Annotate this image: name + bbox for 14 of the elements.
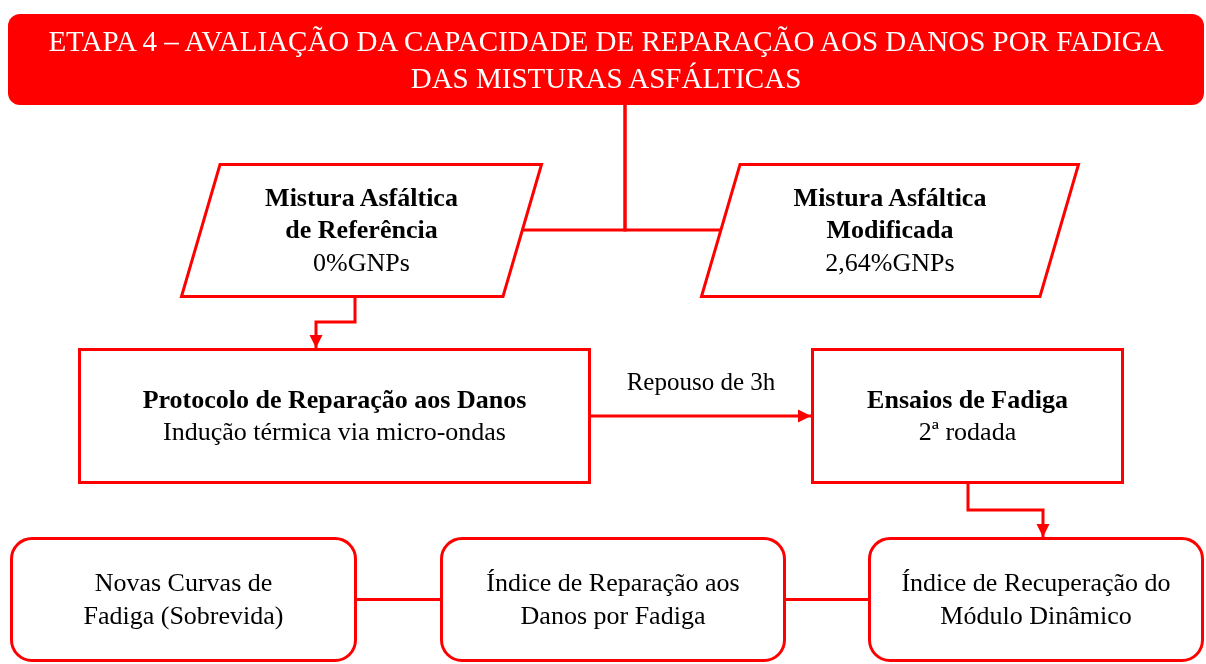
input-parallelogram: Mistura Asfáltica Modificada 2,64%GNPs	[700, 163, 1080, 298]
result-box: Índice de Recuperação do Módulo Dinâmico	[868, 537, 1204, 662]
result-box: Novas Curvas de Fadiga (Sobrevida)	[10, 537, 357, 662]
connector-line	[357, 598, 440, 601]
arrow	[591, 409, 811, 423]
connector-line	[623, 105, 721, 232]
arrow	[966, 484, 1050, 537]
connector-line	[786, 598, 868, 601]
arrow	[309, 298, 357, 348]
title-banner: ETAPA 4 – AVALIAÇÃO DA CAPACIDADE DE REPARAÇÃO AOS DANOS POR FADIGA DAS MISTURAS ASFÁLTICAS	[8, 14, 1204, 105]
result-box: Índice de Reparação aos Danos por Fadiga	[440, 537, 786, 662]
process-box: Ensaios de Fadiga 2ª rodada	[811, 348, 1124, 484]
input-parallelogram: Mistura Asfáltica de Referência 0%GNPs	[180, 163, 543, 298]
process-box: Protocolo de Reparação aos Danos Indução térmica via micro-ondas	[78, 348, 591, 484]
